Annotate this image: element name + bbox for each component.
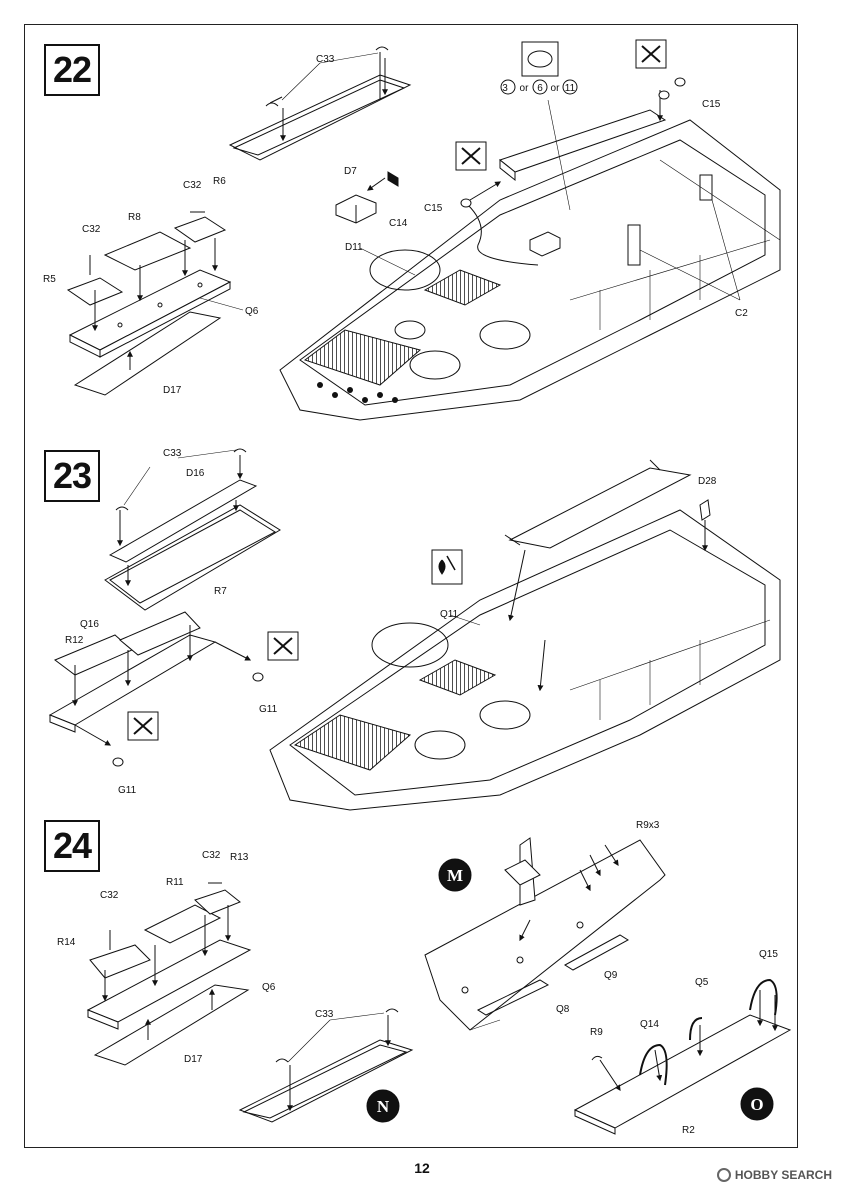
label-r9: R9: [590, 1027, 603, 1038]
step-number-22: 22: [44, 44, 100, 96]
option-3: 3: [502, 83, 508, 94]
marker-n-letter: N: [377, 1097, 390, 1116]
label-d17: D17: [184, 1054, 203, 1065]
marker-o: [740, 1087, 774, 1121]
label-g11: G11: [118, 785, 137, 796]
label-r5: R5: [43, 274, 56, 285]
page-frame: [24, 24, 798, 1148]
part-c33-panel: [228, 46, 412, 161]
label-d28: D28: [698, 476, 717, 487]
label-r12: R12: [65, 635, 84, 646]
marker-m-letter: M: [447, 866, 463, 885]
label-c33: C33: [315, 1009, 334, 1020]
marker-n: [366, 1089, 400, 1123]
label-g11: G11: [259, 704, 278, 715]
label-c14: C14: [389, 218, 408, 229]
label-q6: Q6: [262, 982, 276, 993]
option-or: or: [551, 83, 561, 94]
cut-icon: [127, 711, 159, 741]
label-c15: C15: [702, 99, 721, 110]
cut-icon: [455, 141, 487, 171]
glue-icon: [431, 549, 463, 585]
label-c33: C33: [163, 448, 182, 459]
option-6: 6: [537, 83, 543, 94]
part-c33-panel-n: [238, 1008, 414, 1123]
part-d16-panel: [104, 448, 281, 611]
part-floor-plate-o: [573, 978, 792, 1135]
label-c32: C32: [100, 890, 119, 901]
step22-drawing: [66, 39, 781, 421]
cut-icon: [267, 631, 299, 661]
label-r6: R6: [213, 176, 226, 187]
label-d17: D17: [163, 385, 182, 396]
label-r14: R14: [57, 937, 76, 948]
page-number: 12: [414, 1160, 430, 1176]
step-number-24: 24: [44, 820, 100, 872]
hobby-search-logo-icon: [716, 1168, 731, 1182]
label-q8: Q8: [556, 1004, 570, 1015]
label-r2: R2: [682, 1125, 695, 1136]
label-r8: R8: [128, 212, 141, 223]
label-q5: Q5: [695, 977, 709, 988]
cut-icon: [635, 39, 667, 69]
part-d7: [335, 171, 399, 224]
label-q16: Q16: [80, 619, 99, 630]
label-d16: D16: [186, 468, 205, 479]
label-c32: C32: [202, 850, 221, 861]
option-or: or: [520, 83, 530, 94]
part-q6-assembly-24: [86, 882, 252, 1066]
paint-option-note-22: [500, 41, 578, 95]
option-11: 11: [565, 83, 576, 94]
label-c32: C32: [82, 224, 101, 235]
label-q6: Q6: [245, 306, 259, 317]
label-q15: Q15: [759, 949, 778, 960]
step24-labels: C32 R13 R11 C32 R14 Q6 D17 C33 R9x3 Q9 Q…: [57, 820, 778, 1136]
step23-labels: C33 D16 Q16 R7 R12 G11 G11 Q11 D28: [65, 448, 717, 796]
watermark-text: HOBBY SEARCH: [734, 1168, 832, 1182]
marker-o-letter: O: [750, 1095, 763, 1114]
label-r7: R7: [214, 586, 227, 597]
label-r9x3: R9x3: [636, 820, 660, 831]
hull-body-22: [279, 77, 781, 421]
label-d7: D7: [344, 166, 357, 177]
label-d11: D11: [345, 242, 363, 253]
watermark: HOBBY SEARCH: [716, 1168, 832, 1182]
part-q6-assembly: [66, 211, 244, 396]
hull-body-23: [269, 459, 781, 811]
label-q9: Q9: [604, 970, 618, 981]
label-c2: C2: [735, 308, 748, 319]
step23-drawing: [48, 448, 781, 811]
step24-drawing: [86, 837, 792, 1135]
marker-m: [438, 858, 472, 892]
label-r13: R13: [230, 852, 249, 863]
part-r7-assembly: [48, 611, 264, 767]
step22-labels: C33 C32 R6 R8 C32 R5 Q6 D17 D7 C14 C15 D…: [43, 54, 748, 396]
label-q14: Q14: [640, 1019, 659, 1030]
part-side-plate-m: [424, 837, 666, 1031]
label-r11: R11: [166, 877, 184, 888]
label-q11: Q11: [440, 609, 459, 620]
label-c15: C15: [424, 203, 443, 214]
label-c32: C32: [183, 180, 202, 191]
step-number-23: 23: [44, 450, 100, 502]
label-c33: C33: [316, 54, 335, 65]
